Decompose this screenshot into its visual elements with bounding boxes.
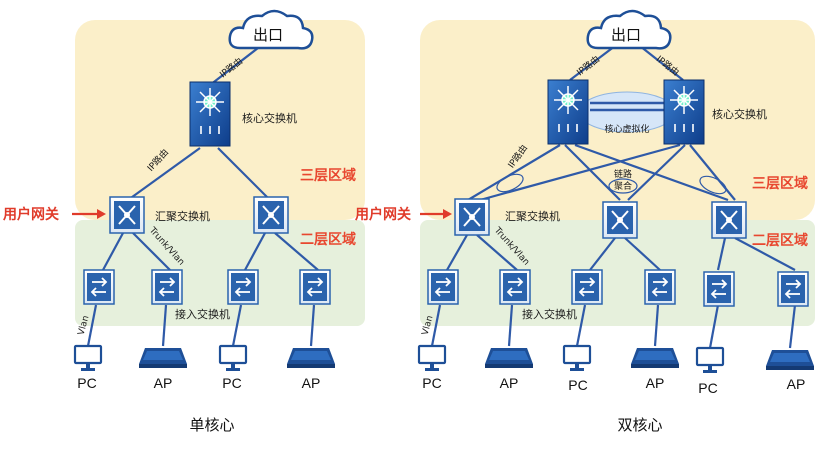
single-exit-label: 出口 — [253, 26, 283, 44]
access-switch-7-icon — [571, 269, 603, 305]
pc-monitor-7-icon — [562, 344, 592, 371]
dual-endpoint-label-1: PC — [422, 375, 441, 391]
dual-endpoint-label-2: AP — [500, 375, 519, 391]
single-endpoint-label-3: PC — [222, 375, 241, 391]
single-vlan-label: Vlan — [77, 315, 92, 337]
single-core-switch-icon — [189, 81, 231, 147]
dual-layer3-label: 三层区域 — [752, 175, 808, 192]
access-switch-5-icon — [427, 269, 459, 305]
dual-exit-cloud: 出口 — [586, 9, 672, 50]
single-core-caption: 单核心 — [189, 416, 234, 434]
dual-endpoint-label-6: AP — [787, 376, 806, 392]
pc-monitor-5-icon — [417, 344, 447, 371]
single-agg-switch-2-icon — [253, 196, 289, 234]
single-layer2-label: 二层区域 — [300, 231, 356, 248]
access-point-2-icon — [139, 348, 187, 368]
dual-link-agg-line2: 聚合 — [614, 180, 632, 192]
access-point-8-icon — [631, 348, 679, 368]
access-switch-9-icon — [703, 271, 735, 307]
access-switch-2-icon — [151, 269, 183, 305]
access-switch-3-icon — [227, 269, 259, 305]
access-switch-10-icon — [777, 271, 809, 307]
dual-layer2-label: 二层区域 — [752, 232, 808, 249]
access-point-6-icon — [485, 348, 533, 368]
dual-core-caption: 双核心 — [617, 416, 662, 434]
single-layer3-label: 三层区域 — [300, 167, 356, 184]
dual-agg-switch-1-icon — [454, 198, 490, 236]
single-agg-switch-1-icon — [109, 196, 145, 234]
dual-agg-label: 汇聚交换机 — [505, 209, 560, 223]
dual-access-label: 接入交换机 — [522, 307, 577, 321]
dual-endpoint-label-5: PC — [698, 380, 717, 396]
access-switch-icons — [83, 269, 809, 307]
dual-link-agg-line1: 链路 — [614, 168, 632, 180]
access-switch-1-icon — [83, 269, 115, 305]
single-exit-cloud: 出口 — [228, 9, 314, 50]
pc-monitor-1-icon — [73, 344, 103, 371]
pc-monitor-3-icon — [218, 344, 248, 371]
access-switch-6-icon — [499, 269, 531, 305]
dual-endpoint-label-4: AP — [646, 375, 665, 391]
dual-exit-label: 出口 — [611, 26, 641, 44]
pc-monitor-9-icon — [695, 346, 725, 373]
link-agg-ellipses — [496, 173, 727, 195]
dual-agg-switch-3-icon — [711, 201, 747, 239]
single-gateway-arrow — [72, 209, 106, 219]
single-user-gateway: 用户网关 — [3, 206, 59, 223]
dual-endpoint-label-3: PC — [568, 377, 587, 393]
dual-agg-switch-2-icon — [602, 201, 638, 239]
access-point-10-icon — [766, 350, 814, 370]
dual-core-switch-left-icon — [547, 79, 589, 145]
single-agg-label: 汇聚交换机 — [155, 209, 210, 223]
dual-core-virtual-label: 核心虚拟化 — [604, 123, 649, 135]
access-switch-8-icon — [644, 269, 676, 305]
single-links — [86, 47, 319, 347]
single-endpoint-label-1: PC — [77, 375, 96, 391]
single-endpoint-label-2: AP — [154, 375, 173, 391]
dual-gateway-arrow — [420, 209, 452, 219]
endpoint-icons — [73, 344, 814, 373]
dual-vlan-label: Vlan — [421, 315, 436, 337]
single-core-label: 核心交换机 — [242, 111, 297, 125]
single-endpoint-label-4: AP — [302, 375, 321, 391]
dual-user-gateway: 用户网关 — [355, 206, 411, 223]
single-access-label: 接入交换机 — [175, 307, 230, 321]
access-switch-4-icon — [299, 269, 331, 305]
dual-core-label: 核心交换机 — [712, 107, 767, 121]
access-point-4-icon — [287, 348, 335, 368]
dual-core-switch-right-icon — [663, 79, 705, 145]
dual-links — [430, 45, 797, 349]
